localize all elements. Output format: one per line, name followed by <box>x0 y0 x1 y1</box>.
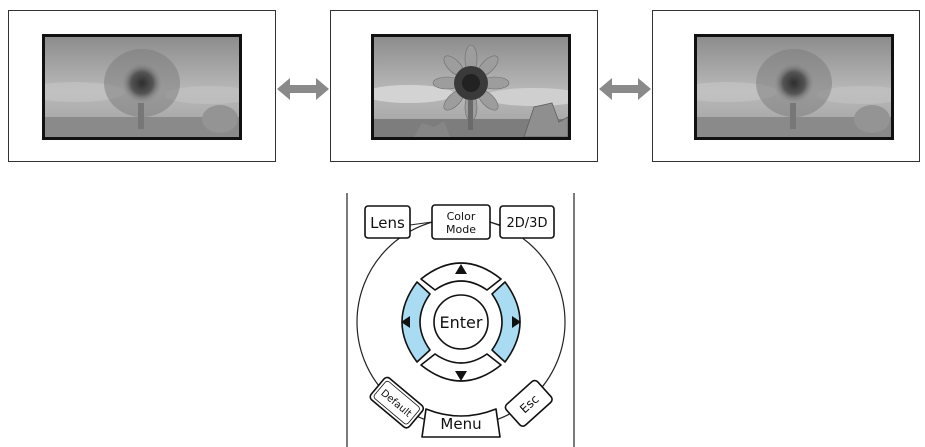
left-button[interactable] <box>401 282 430 362</box>
enter-button[interactable]: Enter <box>434 295 488 349</box>
down-button[interactable] <box>421 354 501 381</box>
esc-button[interactable]: Esc <box>504 379 554 428</box>
menu-label: Menu <box>440 415 481 433</box>
menu-button[interactable]: Menu <box>422 409 500 437</box>
right-button[interactable] <box>492 282 521 362</box>
enter-label: Enter <box>440 313 483 332</box>
2d-3d-label: 2D/3D <box>507 216 548 231</box>
2d-3d-button[interactable]: 2D/3D <box>500 206 554 238</box>
color-mode-label-line1: Color <box>447 210 476 223</box>
lens-label: Lens <box>370 214 405 232</box>
lens-button[interactable]: Lens <box>365 206 410 238</box>
color-mode-label-line2: Mode <box>446 223 476 236</box>
color-mode-button[interactable]: Color Mode <box>432 205 490 239</box>
up-button[interactable] <box>421 263 501 290</box>
